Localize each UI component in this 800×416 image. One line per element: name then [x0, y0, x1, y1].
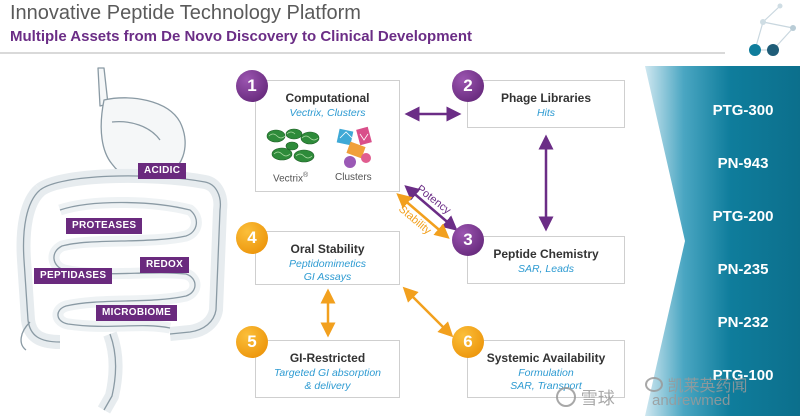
watermark-logo-icon — [556, 387, 576, 407]
gut-label-microbiome: MICROBIOME — [96, 305, 178, 321]
potency-label: Potency — [414, 183, 453, 217]
watermark-xueqiu: 雪球 — [556, 384, 615, 409]
step-4-detail-2: GI Assays — [303, 271, 352, 283]
step-6-title: Systemic Availability — [486, 351, 606, 365]
arrow-1-3-stability — [396, 193, 450, 239]
step-1-title: Computational — [285, 91, 370, 105]
asset-pn-232: PN-232 — [717, 314, 769, 331]
step-1-badge: 1 — [236, 70, 268, 102]
arrow-1-3-potency — [404, 185, 458, 231]
step-3-badge: 3 — [452, 224, 484, 256]
step-box-phage-libraries: Phage Libraries Hits — [467, 80, 625, 128]
step-6-badge: 6 — [452, 326, 484, 358]
step-box-oral-stability: Oral Stability Peptidomimetics GI Assays — [255, 231, 400, 285]
step-box-computational: Computational Vectrix, Clusters — [255, 80, 400, 192]
vectrix-label: Vectrix® — [273, 172, 309, 185]
gut-label-peptidases: PEPTIDASES — [34, 268, 113, 284]
gi-tract-illustration — [16, 67, 228, 414]
watermark-handle: andrewmed — [652, 392, 731, 409]
step-2-title: Phage Libraries — [500, 91, 592, 105]
watermark-wechat: 凯莱英药闻 — [645, 372, 747, 396]
step-4-detail-1: Peptidomimetics — [288, 258, 367, 270]
step-box-gi-restricted: GI-Restricted Targeted GI absorption & d… — [255, 340, 400, 398]
step-4-title: Oral Stability — [290, 242, 365, 256]
registered-mark: ® — [303, 172, 309, 179]
wechat-icon — [645, 377, 663, 392]
page-subtitle: Multiple Assets from De Novo Discovery t… — [10, 28, 473, 45]
step-3-title: Peptide Chemistry — [493, 247, 599, 261]
step-3-detail: SAR, Leads — [517, 263, 575, 275]
asset-ptg-200: PTG-200 — [712, 208, 774, 225]
asset-panel-chevron — [645, 66, 800, 416]
asset-ptg-100: PTG-100 — [712, 367, 774, 384]
clusters-molecule-icon — [336, 126, 372, 168]
step-2-badge: 2 — [452, 70, 484, 102]
clusters-label: Clusters — [335, 172, 372, 183]
stability-label: Stability — [396, 203, 434, 237]
step-5-detail-2: & delivery — [304, 380, 351, 392]
step-5-detail-1: Targeted GI absorption — [273, 367, 381, 379]
gut-label-acidic: ACIDIC — [138, 163, 187, 179]
step-box-systemic-availability: Systemic Availability Formulation SAR, T… — [467, 340, 625, 398]
step-6-detail-1: Formulation — [518, 367, 574, 379]
arrow-4-6 — [402, 286, 454, 338]
asset-pn-943: PN-943 — [717, 155, 769, 172]
step-box-peptide-chemistry: Peptide Chemistry SAR, Leads — [467, 236, 625, 284]
step-4-badge: 4 — [236, 222, 268, 254]
title-divider — [0, 52, 725, 54]
step-1-detail: Vectrix, Clusters — [289, 107, 366, 119]
step-2-detail: Hits — [536, 107, 556, 119]
asset-pn-235: PN-235 — [717, 261, 769, 278]
page-title: Innovative Peptide Technology Platform — [10, 2, 361, 24]
step-5-title: GI-Restricted — [289, 351, 366, 365]
step-5-badge: 5 — [236, 326, 268, 358]
gut-label-proteases: PROTEASES — [66, 218, 143, 234]
vectrix-molecule-icon — [266, 128, 320, 163]
asset-ptg-300: PTG-300 — [712, 102, 774, 119]
network-dots-icon — [749, 3, 796, 56]
gut-label-redox: REDOX — [140, 257, 190, 273]
